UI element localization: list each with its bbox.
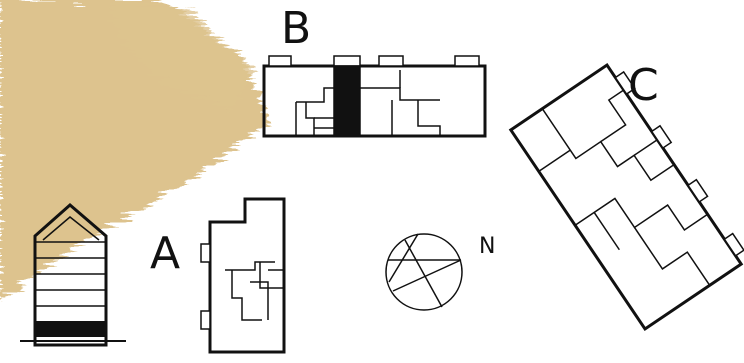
north-arrow-icon xyxy=(385,233,463,311)
building-a-plan xyxy=(200,197,286,354)
building-b-plan xyxy=(262,55,487,138)
building-a-label: A xyxy=(150,228,181,279)
brush-stroke-wash xyxy=(0,0,270,300)
building-c-plan xyxy=(508,62,744,332)
elevation-section-drawing xyxy=(20,203,126,347)
building-b-label: B xyxy=(281,3,312,54)
north-label: N xyxy=(479,234,496,259)
building-c-label: C xyxy=(628,60,659,111)
